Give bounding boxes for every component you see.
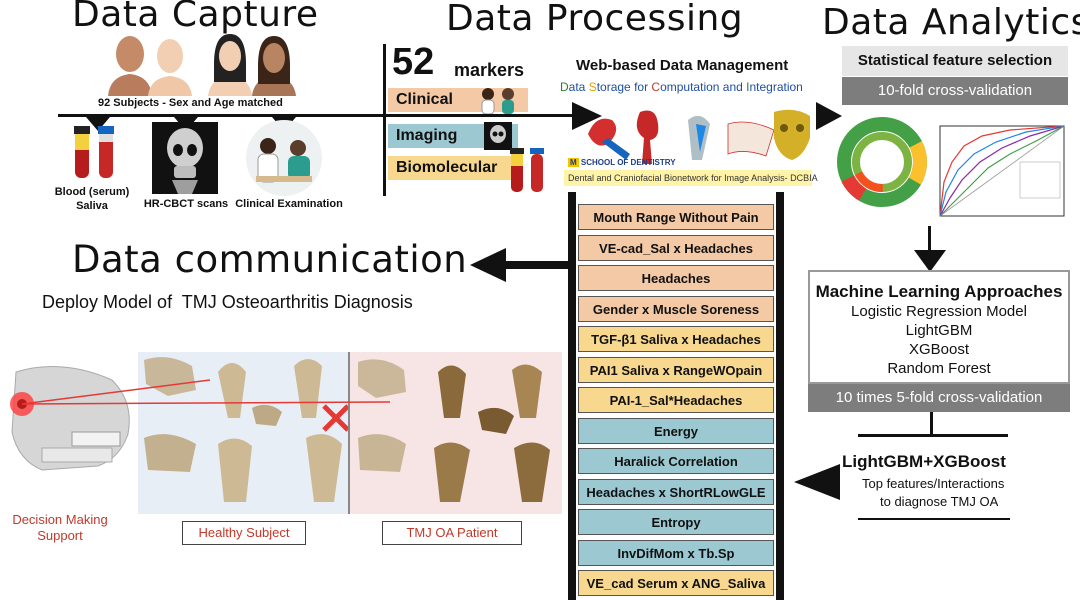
- feature-item: VE_cad Serum x ANG_Saliva: [578, 570, 774, 596]
- arrow-right-icon: [816, 102, 842, 130]
- web-subtitle-part: D: [560, 80, 569, 94]
- roc-plot: [939, 125, 1065, 217]
- ml-item-logistic: Logistic Regression Model: [851, 303, 1027, 320]
- title-data-processing: Data Processing: [446, 0, 744, 39]
- face-icon: [148, 39, 192, 96]
- arrow-down-icon: [914, 250, 946, 272]
- web-subtitle-part: torage for: [596, 80, 652, 94]
- feature-list-border-left: [568, 192, 576, 600]
- pointer-lines: [21, 379, 391, 405]
- feature-item: InvDifMom x Tb.Sp: [578, 539, 774, 566]
- ml-item-xgboost: XGBoost: [908, 341, 970, 358]
- feature-item: Entropy: [578, 509, 774, 535]
- ml-connector-bar: [858, 434, 1008, 437]
- ml-title: Machine Learning Approaches: [815, 282, 1063, 301]
- feature-item: Mouth Range Without Pain: [578, 204, 774, 230]
- skull-render-image: [10, 366, 130, 471]
- feature-item: Energy: [578, 417, 774, 444]
- clinical-people-icon: [481, 88, 514, 114]
- face-icon: [252, 36, 296, 96]
- caption-decision-support: Decision Making Support: [8, 510, 112, 546]
- markers-unit: markers: [454, 60, 525, 80]
- best-model-underline: [858, 518, 1010, 520]
- web-subtitle-part: S: [588, 80, 597, 94]
- feature-selection-box: Statistical feature selection: [842, 46, 1068, 76]
- web-subtitle-part: ata: [568, 80, 589, 94]
- clinical-exam-image: [246, 120, 322, 196]
- feature-item: Headaches: [578, 265, 774, 291]
- cv-bar-1: 10-fold cross-validation: [842, 77, 1068, 105]
- best-model-sub-1: Top features/Interactions: [862, 476, 1005, 491]
- doctor-patient-icon: [256, 138, 312, 183]
- cv-bar-2: 10 times 5-fold cross-validation: [808, 384, 1070, 412]
- feature-item: Headaches x ShortRLowGLE: [578, 478, 774, 505]
- web-subtitle: Data Storage for Computation and Integra…: [560, 80, 803, 94]
- oa-condyles-image: [358, 359, 550, 502]
- source-saliva: Saliva: [76, 200, 108, 212]
- capture-divider: [383, 44, 386, 196]
- best-model-sub-2: to diagnose TMJ OA: [880, 494, 999, 509]
- feature-item: TGF-β1 Saliva x Headaches: [578, 326, 774, 352]
- imaging-thumbnail: [484, 122, 512, 150]
- feature-list-border-right: [776, 192, 784, 600]
- blood-tubes-icon: [74, 126, 114, 178]
- feature-item: Haralick Correlation: [578, 448, 774, 474]
- feature-item: VE-cad_Sal x Headaches: [578, 234, 774, 261]
- michigan-m-icon: M: [568, 158, 579, 167]
- title-data-capture: Data Capture: [72, 0, 319, 35]
- ml-box: Machine Learning Approaches Logistic Reg…: [808, 270, 1070, 384]
- arrow-left-icon: [794, 464, 840, 500]
- skull-icon: [490, 125, 506, 143]
- web-title: Web-based Data Management: [576, 57, 789, 74]
- markers-count: 52: [392, 41, 435, 83]
- source-blood: Blood (serum): [54, 186, 130, 198]
- analytics-connector: [928, 226, 931, 256]
- title-data-analytics: Data Analytics: [822, 2, 1080, 43]
- source-cbct: HR-CBCT scans: [143, 198, 229, 210]
- face-icon: [208, 34, 252, 96]
- ml-item-lightgbm: LightGBM: [905, 322, 973, 339]
- feature-item: PAI-1_Sal*Headaches: [578, 387, 774, 413]
- web-subtitle-part: I: [746, 80, 750, 94]
- subjects-label: 92 Subjects - Sex and Age matched: [98, 97, 283, 109]
- school-logo: M SCHOOL OF DENTISTRY: [568, 158, 676, 167]
- subjects-illustration: [108, 34, 296, 96]
- arrow-right-icon: [572, 102, 602, 130]
- title-data-communication: Data communication: [72, 238, 468, 281]
- web-subtitle-part: C: [651, 80, 661, 94]
- feature-item: PAI1 Saliva x RangeWOpain: [578, 356, 774, 383]
- best-model: LightGBM+XGBoost: [842, 452, 1006, 471]
- skull-icon: [167, 128, 203, 194]
- heatmap-ring: [837, 117, 927, 207]
- pointer-down-icon: [86, 117, 110, 131]
- caption-oa-patient: TMJ OA Patient: [382, 521, 522, 545]
- caption-healthy: Healthy Subject: [182, 521, 306, 545]
- ml-item-random-forest: Random Forest: [887, 360, 991, 377]
- arrow-left-icon: [470, 248, 570, 282]
- cbct-image: [152, 122, 218, 194]
- ml-connector: [930, 412, 933, 436]
- capture-timeline: [58, 114, 578, 117]
- bone-models-image: [588, 109, 810, 164]
- communication-subtitle: Deploy Model of TMJ Osteoarthritis Diagn…: [42, 292, 413, 312]
- web-subtitle-part: omputation and: [660, 80, 747, 94]
- marker-biomolecular: Biomolecular: [388, 156, 512, 180]
- web-footer: Dental and Craniofacial Bionetwork for I…: [564, 170, 818, 186]
- bio-tubes-icon: [510, 148, 544, 192]
- cross-icon: [322, 404, 350, 432]
- face-icon: [108, 36, 152, 96]
- source-clinical: Clinical Examination: [235, 198, 343, 210]
- feature-item: Gender x Muscle Soreness: [578, 295, 774, 322]
- web-subtitle-part: ntegration: [749, 80, 803, 94]
